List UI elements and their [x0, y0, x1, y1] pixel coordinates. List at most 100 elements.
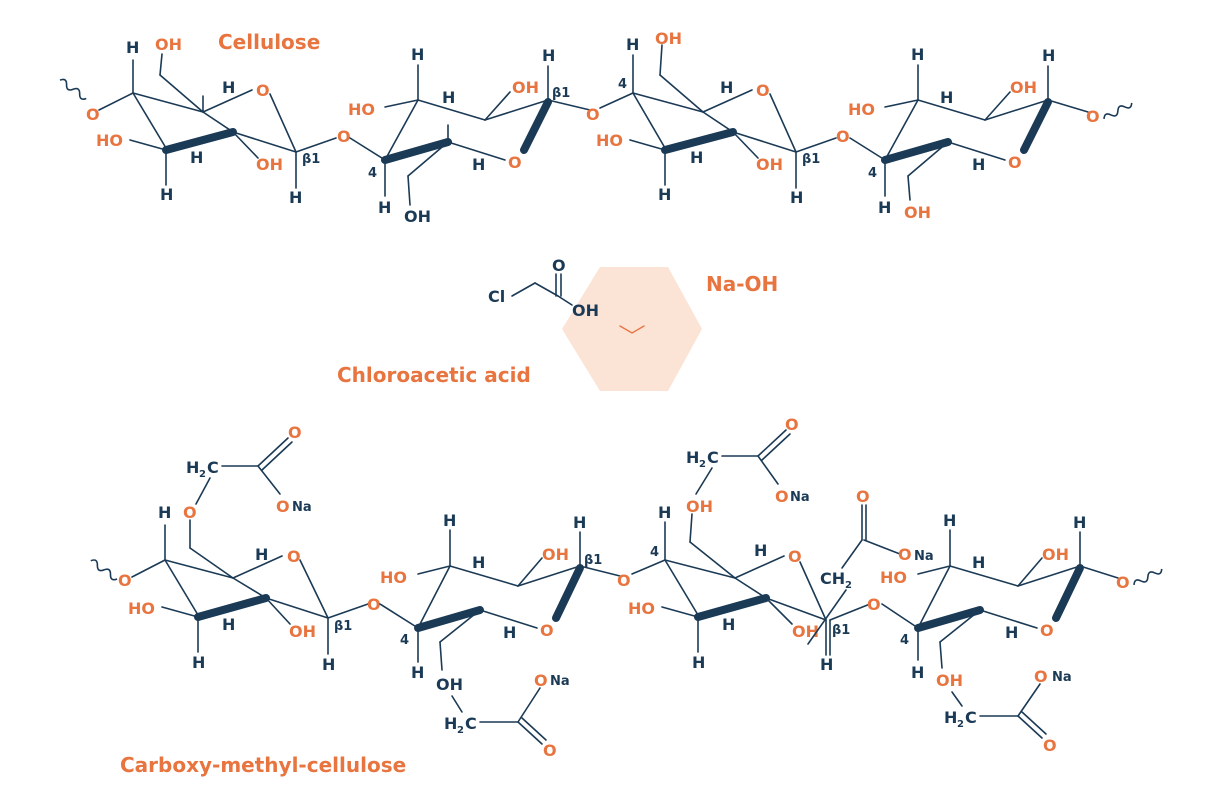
- atom-label-h: H: [503, 623, 516, 642]
- atom-label-sub2: 2: [457, 725, 464, 736]
- atom-label-beta1: β1: [584, 553, 602, 568]
- atom-label-h: H: [940, 88, 953, 107]
- atom-label-c: C: [707, 448, 719, 467]
- atom-label-h: H: [222, 615, 235, 634]
- atom-label-o: O: [1040, 621, 1054, 640]
- atom-label-na: Na: [1052, 670, 1072, 685]
- atom-label-ho: HO: [880, 568, 907, 587]
- atom-label-h: H: [472, 553, 485, 572]
- cmc-ring-1: H O H 2 C O O Na H O HO: [128, 423, 381, 674]
- glucose-ring-4: 4 H H HO H OH H O H OH O: [848, 45, 1133, 222]
- atom-label-ho: HO: [96, 131, 123, 150]
- atom-label-oh: OH: [256, 155, 283, 174]
- atom-label-oh: OH: [792, 622, 819, 641]
- atom-label-o: O: [256, 81, 270, 100]
- atom-label-oh: OH: [289, 622, 316, 641]
- atom-label-h: H: [472, 155, 485, 174]
- glucose-ring-1: H OH H O HO H H OH H β1 O: [96, 35, 351, 207]
- atom-label-four: 4: [900, 633, 909, 648]
- cmc-label: Carboxy-methyl-cellulose: [120, 753, 406, 777]
- atom-label-h: H: [720, 78, 733, 97]
- atom-label-o: O: [276, 497, 290, 516]
- atom-label-beta1: β1: [832, 623, 850, 638]
- h2c-group: H: [186, 458, 199, 477]
- arrow-hexagon: [562, 267, 702, 391]
- cellulose-chain: O H OH H O HO H H OH H: [59, 29, 1133, 226]
- atom-label-o: O: [856, 487, 870, 506]
- atom-label-beta1: β1: [302, 152, 320, 167]
- cmc-chain: O H O H 2 C O O Na H O: [90, 415, 1163, 760]
- atom-label-h: H: [790, 188, 803, 207]
- atom-label-o: O: [540, 621, 554, 640]
- cmc-ring-4: 4 H H HO H OH H O H OH H 2 C: [880, 511, 1163, 755]
- atom-label-h: H: [442, 88, 455, 107]
- atom-label-beta1: β1: [802, 152, 820, 167]
- atom-label-ho: HO: [596, 131, 623, 150]
- atom-label-oh: OH: [904, 203, 931, 222]
- atom-label-o: O: [617, 571, 631, 590]
- atom-label-four: 4: [400, 633, 409, 648]
- atom-label-o: O: [337, 127, 351, 146]
- atom-label-o: O: [1043, 736, 1057, 755]
- atom-label-o: O: [1008, 153, 1022, 172]
- atom-label-o: O: [288, 423, 302, 442]
- atom-label-ch2_base: CH: [820, 569, 845, 588]
- atom-label-c: C: [965, 708, 977, 727]
- atom-label-na: Na: [790, 490, 810, 505]
- atom-label-oh: OH: [155, 35, 182, 54]
- atom-label-o: O: [785, 415, 799, 434]
- atom-label-o: O: [534, 671, 548, 690]
- atom-label-beta1: β1: [334, 619, 352, 634]
- atom-label-o: O: [543, 741, 557, 760]
- atom-label-sub2: 2: [845, 580, 852, 591]
- atom-label-h: H: [443, 511, 456, 530]
- chevron-down-icon: [619, 325, 645, 334]
- atom-label-oh: OH: [512, 78, 539, 97]
- atom-label-o: O: [836, 127, 850, 146]
- atom-label-ho: HO: [128, 599, 155, 618]
- atom-label-ho: HO: [628, 599, 655, 618]
- atom-label-h: H: [158, 503, 171, 522]
- atom-label-h: H: [754, 541, 767, 560]
- atom-label-oh: OH: [655, 29, 682, 48]
- atom-label-h: H: [255, 545, 268, 564]
- atom-label-h: H: [1042, 46, 1055, 65]
- atom-label-o: O: [183, 503, 197, 522]
- atom-label-o: O: [775, 487, 789, 506]
- reaction-arrow: [562, 267, 702, 391]
- atom-label-na: Na: [550, 674, 570, 689]
- atom-label-h: H: [878, 198, 891, 217]
- atom-label-h: H: [911, 663, 924, 682]
- atom-label-four: 4: [868, 166, 877, 181]
- glucose-ring-3: H 4 OH H O HO H H OH H β1 O: [596, 29, 850, 207]
- naoh-label: Na-OH: [706, 272, 778, 296]
- atom-label-h: H: [192, 653, 205, 672]
- atom-label-h: H: [322, 655, 335, 674]
- chloroacetic-acid-label: Chloroacetic acid: [337, 363, 531, 387]
- atom-label-h: H: [542, 46, 555, 65]
- atom-label-na: Na: [914, 549, 934, 564]
- atom-label-h2c_base: H: [444, 714, 457, 733]
- chloroacetic-acid-molecule: Cl O OH: [488, 256, 599, 320]
- atom-label-h: H: [222, 78, 235, 97]
- atom-label-h: H: [573, 513, 586, 532]
- atom-label-h: H: [972, 155, 985, 174]
- atom-label-h: H: [658, 185, 671, 204]
- atom-label-oh: OH: [936, 671, 963, 690]
- atom-label-h: H: [972, 553, 985, 572]
- atom-label-c: C: [465, 714, 477, 733]
- atom-label-oh: OH: [756, 155, 783, 174]
- atom-label-oh: OH: [1042, 545, 1069, 564]
- atom-label-h: H: [1073, 513, 1086, 532]
- atom-label-oh: OH: [404, 207, 431, 226]
- atom-label-o: O: [1034, 667, 1048, 686]
- carbonyl-o-atom: O: [552, 256, 566, 275]
- atom-label-h: H: [1005, 623, 1018, 642]
- atom-label-oh: OH: [436, 675, 463, 694]
- atom-label-h: H: [692, 653, 705, 672]
- atom-label-sub2: 2: [199, 469, 206, 480]
- atom-label-o: O: [898, 545, 912, 564]
- atom-label-h: H: [690, 148, 703, 167]
- cl-atom: Cl: [488, 287, 505, 306]
